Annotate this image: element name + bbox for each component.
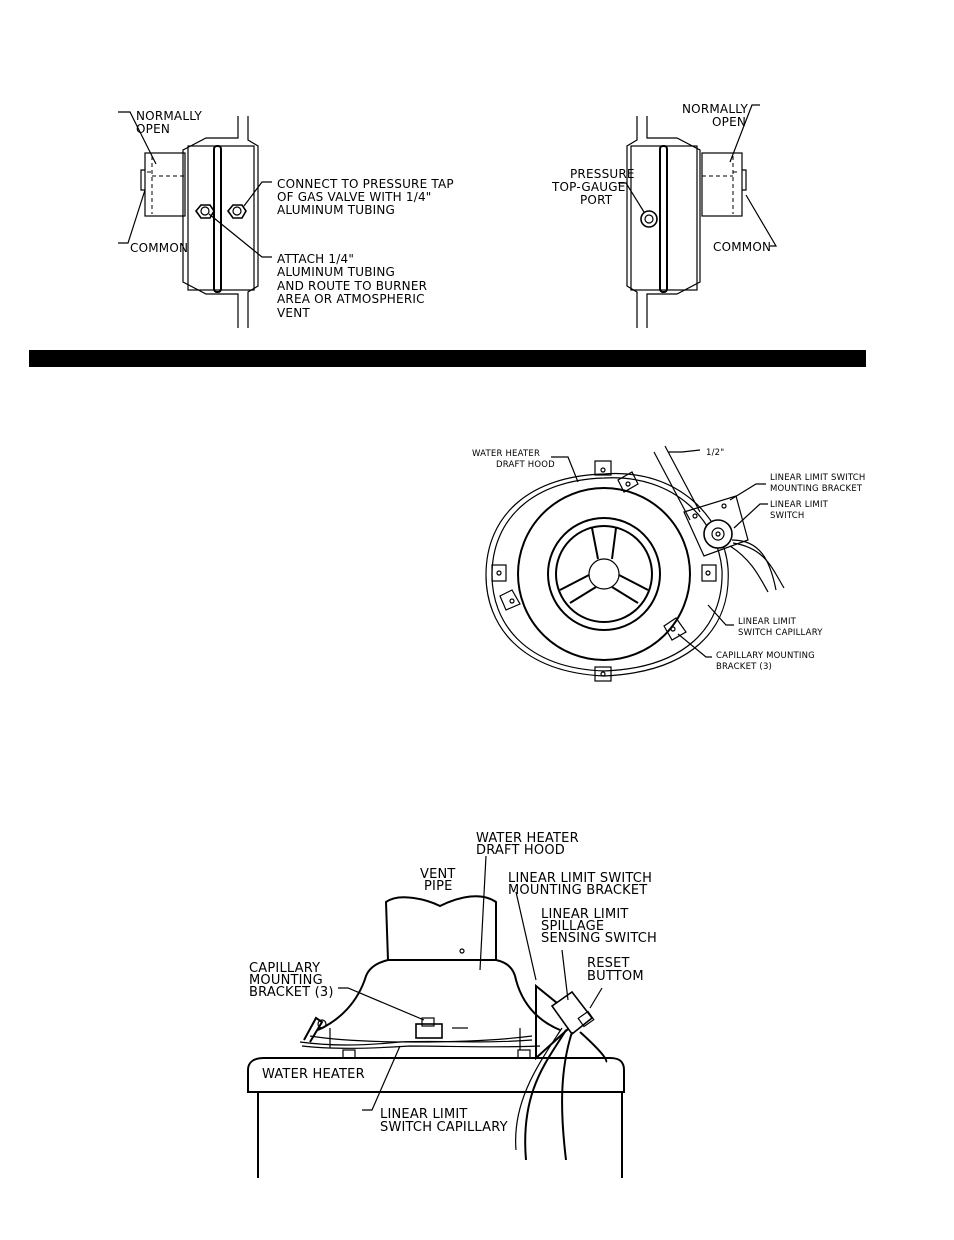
fig3-capillary-1: LINEAR LIMIT [380,1107,468,1122]
fig2-mounting-bracket-1: LINEAR LIMIT SWITCH [770,473,866,483]
fig2-mounting-bracket [683,495,749,557]
fig3-reset-1: RESET [587,956,630,971]
fig3-spillage-switch-1: LINEAR LIMIT [541,907,629,922]
fig1-right-pressure-3: PORT [580,193,613,207]
fig2-limit-switch-1: LINEAR LIMIT [770,500,829,510]
fig3-cap-bracket-2: MOUNTING [249,973,323,988]
fig1-left-attach-3: AND ROUTE TO BURNER [277,279,427,293]
fig3-vent-pipe-2: PIPE [424,879,453,894]
fig2-capillary-1: LINEAR LIMIT [738,617,797,627]
fig2-limit-switch [703,519,733,549]
fig2-draft-hood-top-view [485,445,785,682]
fig1-right-common: COMMON [713,240,771,254]
fig2-cap-bracket-1: CAPILLARY MOUNTING [716,651,815,661]
fig2-draft-hood-1: WATER HEATER [472,449,540,459]
fig1-right-gauge-port [640,210,658,228]
fig1-right-pressure-2: TOP-GAUGE [551,180,626,194]
fig3-reset-2: BUTTOM [587,969,644,984]
fig3-water-heater-top [247,1057,625,1093]
fig1-right-pressure-1: PRESSURE [570,167,635,181]
fig3-water-heater-side-view [247,855,625,1178]
fig3-spillage-switch-3: SENSING SWITCH [541,931,657,946]
fig3-cap-bracket-1: CAPILLARY [249,961,320,976]
fig2-capillary-2: SWITCH CAPILLARY [738,628,823,638]
fig3-cap-bracket-3: BRACKET (3) [249,985,334,1000]
fig2-limit-switch-2: SWITCH [770,511,805,521]
fig3-spillage-switch-2: SPILLAGE [541,919,604,934]
fig2-mounting-bracket-2: MOUNTING BRACKET [770,484,863,494]
fig1-left-wall [182,116,239,328]
fig1-right-normally-open-2: OPEN [712,115,746,129]
fig1-left-normally-open-1: NORMALLY [136,109,202,123]
fig2-cap-bracket-2: BRACKET (3) [716,662,772,672]
fig1-left-switch [118,111,272,328]
fig3-mounting-bracket-1: LINEAR LIMIT SWITCH [508,871,652,886]
fig3-draft-hood-2: DRAFT HOOD [476,843,565,858]
fig3-draft-hood-1: WATER HEATER [476,831,579,846]
fig3-cap-bracket-middle [415,1023,443,1039]
fig1-right-switch [618,104,778,328]
fig3-water-heater-label: WATER HEATER [262,1067,365,1082]
fig1-left-common: COMMON [130,241,188,255]
fig1-left-connect-2: OF GAS VALVE WITH 1/4" [277,190,432,204]
fig3-vent-pipe-1: VENT [420,867,456,882]
fig3-draft-hood [317,959,561,1031]
section-divider-band [29,350,866,367]
fig1-left-attach-5: VENT [277,306,310,320]
fig1-right-normally-open-1: NORMALLY [682,102,748,116]
fig1-left-connect-1: CONNECT TO PRESSURE TAP [277,177,454,191]
fig1-left-attach-4: AREA OR ATMOSPHERIC [277,292,425,306]
fig1-left-normally-open-2: OPEN [136,122,170,136]
fig1-left-attach-2: ALUMINUM TUBING [277,265,395,279]
fig1-left-nut-2 [226,204,247,219]
fig3-vent-pipe [384,895,497,961]
fig1-left-connect-3: ALUMINUM TUBING [277,203,395,217]
fig3-mounting-bracket-2: MOUNTING BRACKET [508,883,647,898]
fig2-draft-hood-2: DRAFT HOOD [496,460,555,470]
fig2-dimension: 1/2" [706,448,724,458]
fig3-capillary-2: SWITCH CAPILLARY [380,1120,508,1135]
fig1-left-attach-1: ATTACH 1/4" [277,252,354,266]
